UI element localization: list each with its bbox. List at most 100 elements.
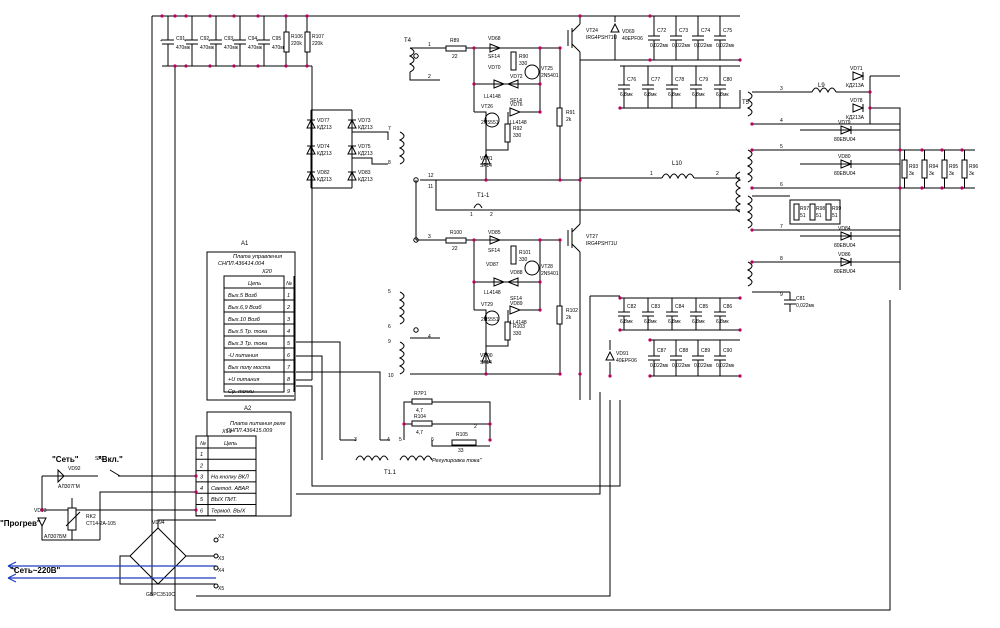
rect-diode-ref-5: VD84 xyxy=(838,226,851,232)
rect-diode-val-1: КД213А xyxy=(846,83,865,89)
t4-pin10: 10 xyxy=(388,373,394,379)
vd85-ref: VD85 xyxy=(488,230,501,236)
rect-diode-val-3: 80EBU04 xyxy=(834,137,856,143)
r7p1-ref: R7P1 xyxy=(414,391,427,397)
a1-row-name-5: Вых.3 Тр. тока xyxy=(228,341,267,347)
snubber-res-2 xyxy=(809,203,816,221)
junction-44 xyxy=(898,186,902,190)
a1-title1: Плата управления xyxy=(233,254,282,260)
snubber-res-3 xyxy=(825,203,832,221)
vt28-val: 2N5401 xyxy=(541,271,559,277)
vt24-ref: VT24 xyxy=(586,28,598,34)
junction-21 xyxy=(648,58,652,62)
a1-row-name-6: -U питания xyxy=(228,353,258,359)
t4-pin8: 8 xyxy=(388,160,391,166)
rk2-ref: RK2 xyxy=(86,514,96,520)
vd88-val: SF14 xyxy=(510,296,522,302)
upper-gate-driver: R89 22 VD68 SF14 VD70 LL4148 R90 330 VD7… xyxy=(440,15,650,180)
a2-conn: X19 xyxy=(221,429,232,435)
junction-19 xyxy=(578,14,582,18)
low-cap-ref-4: C85 xyxy=(699,304,708,310)
junction-66 xyxy=(194,490,198,494)
a2-row-name-5: ВЫХ ПИТ. xyxy=(211,497,237,503)
vt25-ref: VT25 xyxy=(541,66,553,72)
t4-pin5: 5 xyxy=(388,289,391,295)
r104-ref: R104 xyxy=(414,414,426,420)
junction-13 xyxy=(256,64,260,68)
r105-ref: R105 xyxy=(456,432,468,438)
vd68-ref: VD68 xyxy=(488,36,501,42)
junction-3 xyxy=(184,14,188,18)
junction-dots xyxy=(40,14,964,512)
vt24-val: IRG4PSH71U xyxy=(586,35,618,41)
mid-cap-ref-5: C80 xyxy=(723,77,732,83)
rect-diode-val-6: 80EBU04 xyxy=(834,269,856,275)
bulk-cap-5 xyxy=(258,16,270,66)
r103-ref: R103 xyxy=(513,324,525,330)
low-cap-2 xyxy=(642,298,654,330)
auxiliary-rectifier: VD77КД213VD73КД213VD74КД213VD75КД213VD82… xyxy=(306,109,389,189)
aux-diode-ref-4: VD75 xyxy=(358,144,371,150)
load-res-ref-4: R96 xyxy=(969,164,978,170)
a1-row-no-3: 3 xyxy=(287,317,291,323)
snubber-res-1 xyxy=(793,203,800,221)
aux-diode-val-2: КД213 xyxy=(358,125,373,131)
junction-59 xyxy=(558,372,562,376)
junction-65 xyxy=(194,474,198,478)
bulk-cap-3 xyxy=(210,16,222,66)
load-res-val-3: 3к xyxy=(949,171,955,177)
junction-11 xyxy=(208,64,212,68)
vd88-ref: VD88 xyxy=(510,270,523,276)
transformer-t4: T4 1 2 7 8 12 11 5 6 9 10 4 3 xyxy=(388,38,580,379)
r91-val: 2k xyxy=(566,117,572,123)
bulk-cap-ref-3: C93 xyxy=(224,36,233,42)
a1-col-header: Цепь xyxy=(248,281,261,287)
vd85-val: SF14 xyxy=(488,248,500,254)
rect-diode-wires xyxy=(800,129,900,263)
bottom-cap-4 xyxy=(714,340,726,376)
junction-27 xyxy=(472,238,476,242)
vt28-ref: VT28 xyxy=(541,264,553,270)
aux-diode-val-1: КД213 xyxy=(317,125,332,131)
rect-diode-ref-3: VD79 xyxy=(838,120,851,126)
bulk-cap-plus-4: + xyxy=(232,38,235,44)
lower-gate-driver: R100 22 VD85 SF14 VD87 LL4148 R101 330 V… xyxy=(440,180,637,400)
t5-pin5: 5 xyxy=(780,144,783,150)
junction-62 xyxy=(402,422,406,426)
low-cap-val-2: 6,8мк xyxy=(644,319,657,325)
junction-6 xyxy=(256,14,260,18)
progrev-label: "Прогрев" xyxy=(0,519,41,528)
bulk-cap-plus-3: + xyxy=(208,38,211,44)
a1-col-no: № xyxy=(286,281,292,287)
junction-57 xyxy=(484,372,488,376)
bulk-cap-ref-5: C95 xyxy=(272,36,281,42)
vt27-val: IRG4PSH71U xyxy=(586,241,618,247)
load-res-ref-2: R94 xyxy=(929,164,938,170)
junction-24 xyxy=(472,82,476,86)
junction-20 xyxy=(648,14,652,18)
front-panel-mains: "Сеть" "Вкл." SA1 VD92 АЛ307ГМ VD93 АЛ30… xyxy=(0,66,891,611)
junction-43 xyxy=(898,148,902,152)
rect-diode-ref-1: VD71 xyxy=(850,66,863,72)
junction-47 xyxy=(960,148,964,152)
l10-pin2: 2 xyxy=(716,171,719,177)
aux-diode-ref-1: VD77 xyxy=(317,118,330,124)
snubber-res-ref-3: R99 xyxy=(832,206,841,212)
a1-row-no-5: 5 xyxy=(287,341,291,347)
a2-col-no: № xyxy=(200,441,206,447)
vd92-val: АЛ307ГМ xyxy=(58,484,80,490)
vd89-val: LL4148 xyxy=(510,320,527,326)
junction-46 xyxy=(940,148,944,152)
vd68-val: SF14 xyxy=(488,54,500,60)
mid-cap-ref-3: C78 xyxy=(675,77,684,83)
vd94-val: GBPC3510C xyxy=(146,592,175,598)
x5-label: X5 xyxy=(218,586,224,592)
a2-col-header: Цепь xyxy=(224,441,237,447)
vd70-ref: VD70 xyxy=(488,65,501,71)
r89-ref: R89 xyxy=(450,38,459,44)
a1-row-name-9: Ср. точки xyxy=(228,389,254,395)
junction-52 xyxy=(868,90,872,94)
junction-39 xyxy=(648,374,652,378)
t5-pin4: 4 xyxy=(780,118,783,124)
bulk-cap-1 xyxy=(162,16,174,66)
